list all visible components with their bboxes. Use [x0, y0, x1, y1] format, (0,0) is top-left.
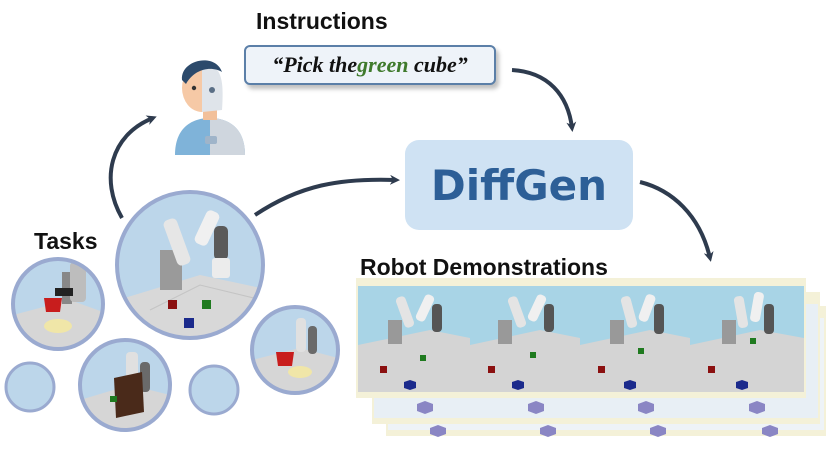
arrow-diffgen-to-demos [639, 180, 714, 262]
diffgen-label: DiffGen [430, 160, 608, 210]
robot-demonstrations-title: Robot Demonstrations [360, 254, 608, 280]
diffgen-model-box: DiffGen [405, 140, 633, 230]
demo-frame-2 [470, 294, 580, 392]
task-circle-teapot [250, 305, 340, 395]
demo-frame-3 [580, 294, 690, 392]
human-robot-avatar-icon [175, 60, 245, 155]
instruction-suffix: cube” [408, 52, 468, 77]
task-circle-mug [11, 257, 105, 351]
instruction-highlight: green [357, 52, 409, 77]
tasks-title: Tasks [34, 228, 98, 254]
demo-strip-front [356, 278, 806, 398]
instructions-title: Instructions [256, 8, 388, 34]
arrow-instruction-to-diffgen [511, 68, 577, 132]
instruction-prefix: “Pick the [272, 52, 358, 77]
arrow-tasks-to-diffgen [253, 174, 400, 217]
demo-frame-1 [358, 294, 470, 392]
task-circle-empty-right [188, 364, 240, 416]
instruction-box: “Pick the green cube” [244, 45, 496, 85]
arrow-tasks-to-user [108, 115, 157, 220]
task-circle-large [115, 190, 265, 340]
task-circle-drawer [78, 338, 172, 432]
demo-frame-4 [690, 291, 804, 392]
task-circle-empty-left [4, 361, 56, 413]
